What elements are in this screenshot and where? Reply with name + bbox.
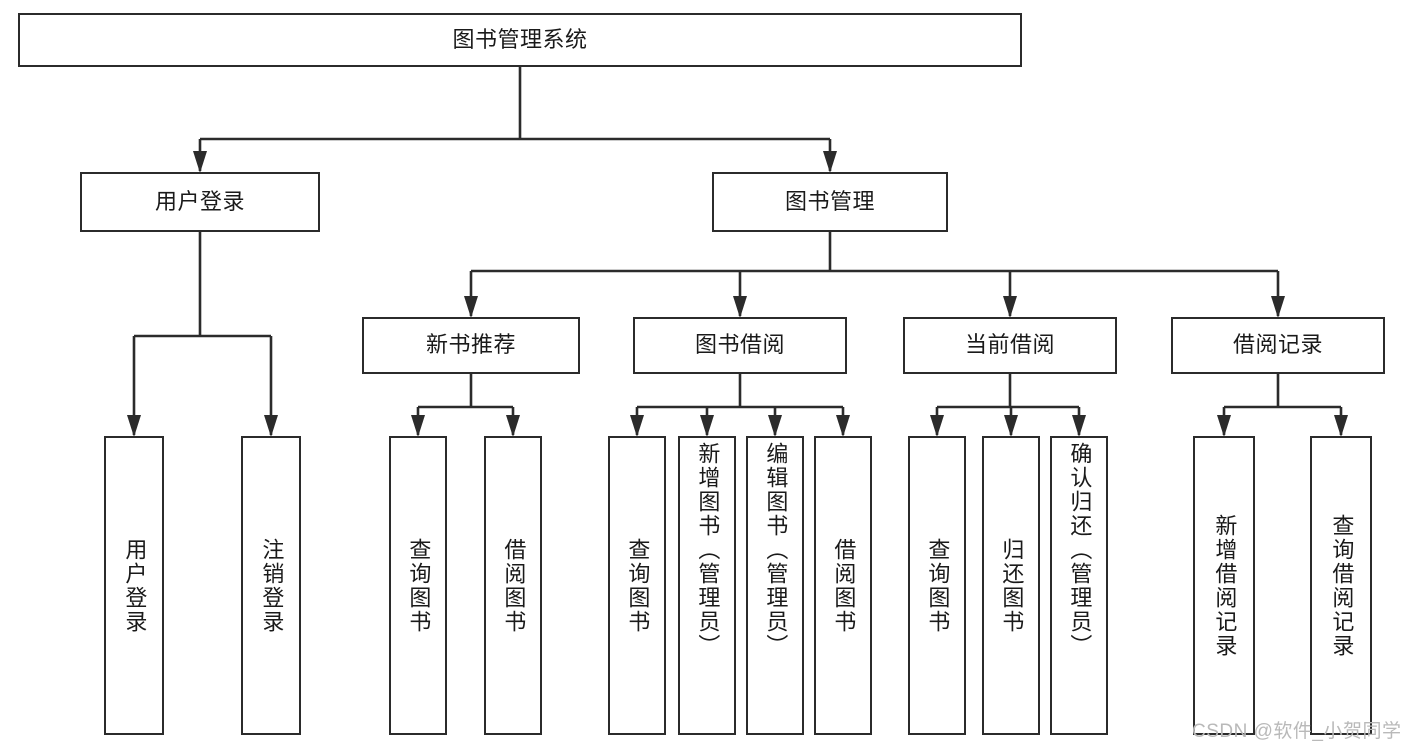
node-label: 查询图书 bbox=[625, 537, 651, 634]
node-new-book-rec: 新书推荐 bbox=[362, 317, 580, 374]
connector-arrowhead bbox=[768, 415, 782, 437]
node-leaf-query-book-borrow: 查询图书 bbox=[608, 436, 666, 735]
connector-arrowhead bbox=[1217, 415, 1231, 437]
node-leaf-edit-book: 编辑图书（管理员） bbox=[746, 436, 804, 735]
node-leaf-query-book-rec: 查询图书 bbox=[389, 436, 447, 735]
connector-arrowhead bbox=[836, 415, 850, 437]
node-leaf-borrow-book-rec: 借阅图书 bbox=[484, 436, 542, 735]
node-label: 查询图书 bbox=[406, 537, 432, 634]
node-label: 图书管理系统 bbox=[452, 26, 588, 52]
node-label: 查询借阅记录 bbox=[1329, 513, 1355, 658]
node-leaf-logout: 注销登录 bbox=[241, 436, 301, 735]
connector-arrowhead bbox=[264, 415, 278, 437]
node-borrow-record: 借阅记录 bbox=[1171, 317, 1385, 374]
node-book-borrow: 图书借阅 bbox=[633, 317, 847, 374]
connector-arrowhead bbox=[127, 415, 141, 437]
connector-arrowhead bbox=[733, 296, 747, 318]
node-leaf-add-book: 新增图书（管理员） bbox=[678, 436, 736, 735]
node-label: 图书借阅 bbox=[694, 332, 785, 358]
node-label: 确认归还（管理员） bbox=[1067, 442, 1093, 658]
connector-arrowhead bbox=[411, 415, 425, 437]
node-root: 图书管理系统 bbox=[18, 13, 1022, 67]
node-leaf-query-book-current: 查询图书 bbox=[908, 436, 966, 735]
connector-arrowhead bbox=[1072, 415, 1086, 437]
node-label: 当前借阅 bbox=[964, 332, 1055, 358]
node-label: 注销登录 bbox=[259, 537, 285, 634]
connector-arrowhead bbox=[464, 296, 478, 318]
connector-arrowhead bbox=[506, 415, 520, 437]
node-label: 归还图书 bbox=[999, 537, 1025, 634]
connector-arrowhead bbox=[1271, 296, 1285, 318]
node-leaf-user-login: 用户登录 bbox=[104, 436, 164, 735]
node-label: 借阅记录 bbox=[1232, 332, 1323, 358]
connector-arrowhead bbox=[930, 415, 944, 437]
node-label: 新书推荐 bbox=[425, 332, 516, 358]
connector-arrowhead bbox=[630, 415, 644, 437]
connector-arrowhead bbox=[1004, 415, 1018, 437]
watermark-text: CSDN @软件_小贺同学 bbox=[1192, 721, 1402, 742]
node-user-login: 用户登录 bbox=[80, 172, 320, 232]
connector-arrowhead bbox=[700, 415, 714, 437]
node-book-manage: 图书管理 bbox=[712, 172, 948, 232]
connector-arrowhead bbox=[193, 151, 207, 173]
node-leaf-query-record: 查询借阅记录 bbox=[1310, 436, 1372, 735]
connector-arrowhead bbox=[823, 151, 837, 173]
node-leaf-borrow-book: 借阅图书 bbox=[814, 436, 872, 735]
connector-arrowhead bbox=[1003, 296, 1017, 318]
node-leaf-add-record: 新增借阅记录 bbox=[1193, 436, 1255, 735]
node-label: 用户登录 bbox=[154, 188, 245, 214]
node-label: 新增图书（管理员） bbox=[695, 442, 721, 658]
connector-arrowhead bbox=[1334, 415, 1348, 437]
node-current-borrow: 当前借阅 bbox=[903, 317, 1117, 374]
node-label: 新增借阅记录 bbox=[1212, 513, 1238, 658]
node-leaf-confirm-return: 确认归还（管理员） bbox=[1050, 436, 1108, 735]
node-label: 借阅图书 bbox=[501, 537, 527, 634]
node-label: 借阅图书 bbox=[831, 537, 857, 634]
node-label: 图书管理 bbox=[784, 188, 875, 214]
node-leaf-return-book: 归还图书 bbox=[982, 436, 1040, 735]
node-label: 编辑图书（管理员） bbox=[763, 442, 789, 658]
node-label: 用户登录 bbox=[122, 537, 148, 634]
node-label: 查询图书 bbox=[925, 537, 951, 634]
